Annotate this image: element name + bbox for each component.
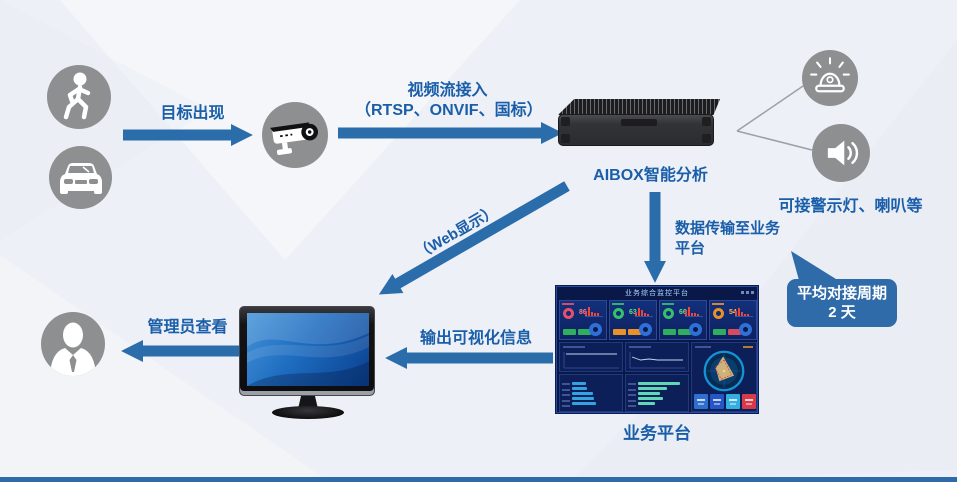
video-stream-line2: （RTSP、ONVIF、国标） <box>355 102 543 119</box>
line-series-right <box>631 356 683 361</box>
connector-speaker <box>736 130 813 151</box>
data-transfer-line1: 数据传输至业务 <box>675 220 781 237</box>
radar-panel <box>691 342 757 412</box>
callout-line1: 平均对接周期 <box>796 285 887 302</box>
line-chart-left <box>559 342 623 372</box>
aibox-device <box>558 99 720 147</box>
callout-line2: 2 天 <box>828 304 856 321</box>
monitor-bezel <box>239 306 375 396</box>
arrow-web-display <box>378 181 570 295</box>
car-icon <box>59 162 102 194</box>
kpi-panel: 54 <box>709 300 757 340</box>
speaker-node <box>812 124 870 182</box>
radar-chart <box>703 350 745 392</box>
camera-node <box>262 102 328 168</box>
cctv-camera-icon <box>270 122 319 155</box>
data-transfer-line2: 平台 <box>675 240 706 257</box>
aibox-front-panel <box>558 114 714 146</box>
dashboard-window-marks <box>741 291 754 294</box>
radar-button <box>710 394 724 409</box>
pedestrian-node <box>47 65 111 129</box>
dashboard-line-charts <box>559 342 689 372</box>
bottom-accent-bar <box>0 477 957 482</box>
radar-button <box>694 394 708 409</box>
line-chart-right <box>625 342 689 372</box>
monitor-screen <box>247 313 369 386</box>
aibox-corner-bracket <box>702 117 711 126</box>
kpi-panel: 63 <box>609 300 657 340</box>
monitor-stand-base <box>272 406 344 419</box>
admin-view-label: 管理员查看 <box>147 319 228 336</box>
walking-person-icon <box>63 72 91 120</box>
admin-node <box>41 312 105 376</box>
dashboard-title: 业务综合监控平台 <box>625 290 689 297</box>
kpi-panel: 66 <box>659 300 707 340</box>
aibox-corner-bracket <box>561 134 570 143</box>
radar-button <box>726 394 740 409</box>
video-stream-line1: 视频流接入 <box>407 82 488 99</box>
bar-chart-left <box>559 374 623 412</box>
radar-button <box>742 394 756 409</box>
admin-user-icon <box>50 322 96 376</box>
aibox-heatsink <box>558 99 720 115</box>
visual-output-label: 输出可视化信息 <box>419 330 532 347</box>
callout-avg-cycle: 平均对接周期 2 天 <box>787 279 897 327</box>
aibox-slot <box>621 119 657 126</box>
video-stream-label: 视频流接入 （RTSP、ONVIF、国标） <box>355 81 543 121</box>
monitor <box>239 306 375 426</box>
target-appear-label: 目标出现 <box>160 105 225 122</box>
alarm-light-icon <box>810 57 850 93</box>
radar-buttons <box>694 394 756 409</box>
aibox-corner-bracket <box>702 134 711 143</box>
bar-chart-right <box>625 374 689 412</box>
aibox-corner-bracket <box>561 117 570 126</box>
data-transfer-label: 数据传输至业务 平台 <box>675 219 805 259</box>
alarm-node <box>802 50 858 106</box>
web-display-label: （Web显示） <box>412 202 501 263</box>
kpi-panel: 86 <box>559 300 607 340</box>
alarm-note-label: 可接警示灯、喇叭等 <box>778 198 923 215</box>
platform-label: 业务平台 <box>623 424 691 443</box>
dashboard-bar-charts <box>559 374 689 412</box>
vehicle-node <box>49 146 112 209</box>
aibox-label: AIBOX智能分析 <box>593 167 708 184</box>
speaker-icon <box>827 140 859 166</box>
connector-alarm <box>736 83 807 132</box>
